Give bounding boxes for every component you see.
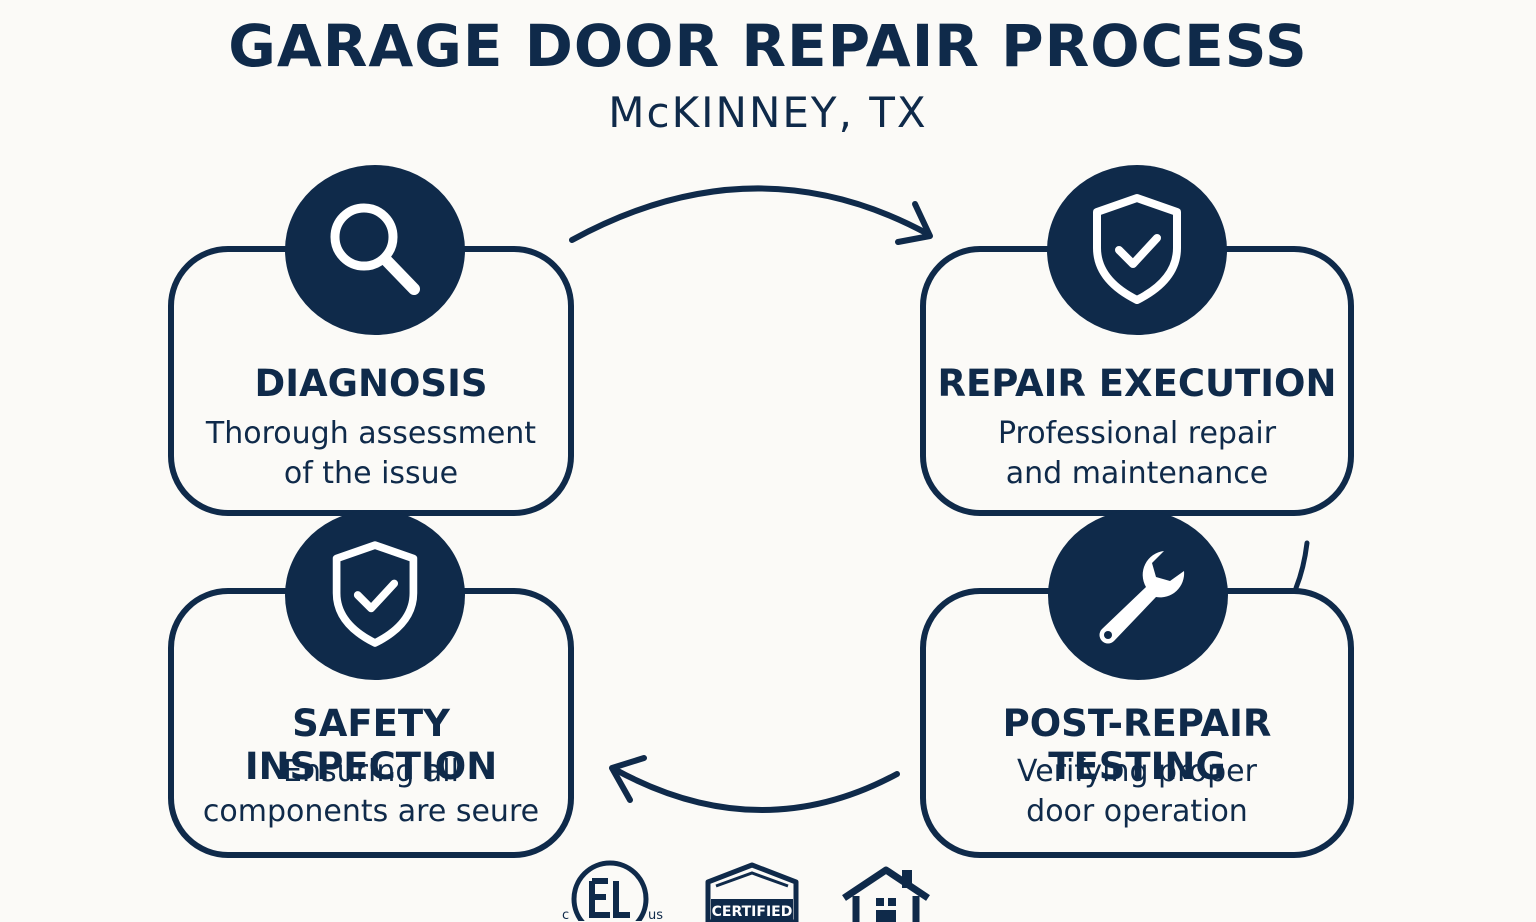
badge-post-repair-testing: [1048, 510, 1228, 680]
step-desc-line2: and maintenance: [1005, 456, 1269, 491]
arrow-top-head: [895, 201, 933, 245]
wrench-icon: [1099, 551, 1185, 644]
page-subtitle: McKINNEY, TX: [608, 88, 928, 137]
ul-c-text: c: [562, 908, 569, 921]
arrow-right-tick: [1293, 540, 1310, 591]
magnifying-glass-icon: [330, 203, 420, 295]
certified-badge: CERTIFIED: [705, 862, 799, 922]
step-title: REPAIR EXECUTION: [937, 362, 1337, 405]
arrow-top-arc: [569, 185, 931, 243]
step-desc-line1: Ensuring all: [283, 754, 459, 789]
shield-check-icon: [332, 541, 418, 647]
certified-label: CERTIFIED: [712, 904, 793, 920]
page-title: GARAGE DOOR REPAIR PROCESS: [228, 12, 1308, 80]
arrow-bottom-arc: [613, 767, 900, 813]
ul-certification-logo: c us: [562, 860, 663, 921]
step-desc-line1: Verifying proper: [1017, 754, 1257, 789]
badge-repair-execution: [1047, 165, 1227, 335]
step-desc-line2: door operation: [1026, 794, 1248, 829]
step-title: SAFETY INSPECTION: [244, 702, 498, 788]
ul-us-text: us: [648, 908, 663, 921]
arrow-bottom-head: [609, 755, 647, 803]
step-title: DIAGNOSIS: [254, 362, 488, 405]
step-desc-line1: Professional repair: [997, 416, 1277, 451]
step-desc-line1: Thorough assessment: [205, 416, 537, 451]
step-desc-line2: of the issue: [283, 456, 459, 491]
house-icon: [842, 866, 930, 922]
step-title: POST-REPAIR TESTING: [1002, 702, 1272, 788]
step-desc-line2: components are seure: [202, 794, 540, 829]
step-card-diagnosis: DIAGNOSIS Thorough assessment of the iss…: [168, 246, 574, 516]
shield-check-icon: [1093, 194, 1181, 304]
badge-diagnosis: [285, 165, 465, 335]
badge-safety-inspection: [285, 510, 465, 680]
